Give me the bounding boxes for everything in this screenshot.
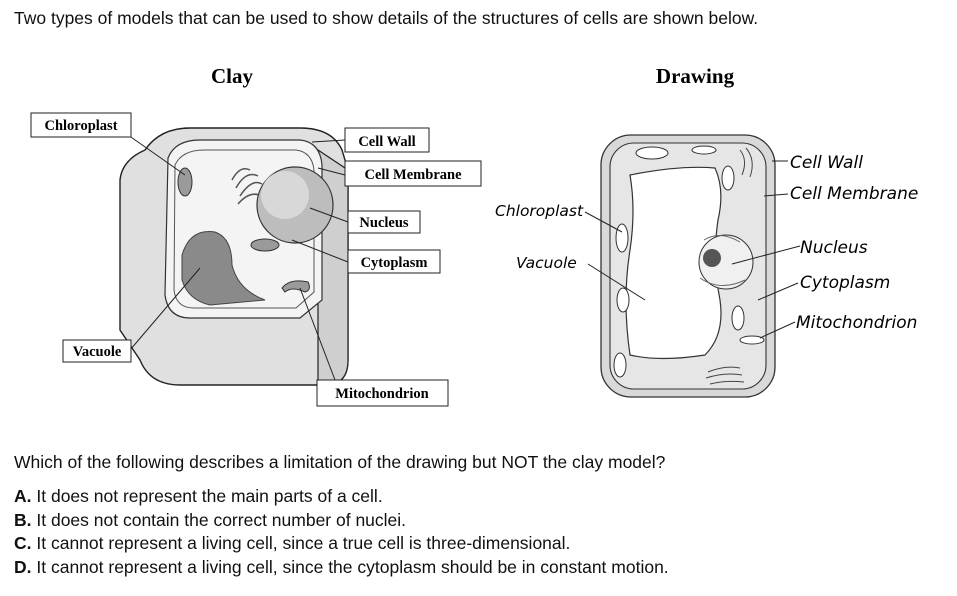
choice-b-text: It does not contain the correct number o… (36, 509, 407, 530)
choice-d-text: It cannot represent a living cell, since… (36, 556, 669, 577)
clay-label-nucleus-text: Nucleus (359, 215, 409, 231)
choice-d-letter: D. (14, 556, 32, 577)
clay-label-cytoplasm-text: Cytoplasm (361, 255, 428, 271)
choice-a[interactable]: A. It does not represent the main parts … (14, 485, 669, 509)
drawing-cell-model (600, 134, 776, 398)
clay-label-vacuole-text: Vacuole (73, 344, 122, 360)
drawing-label-cell-membrane: Cell Membrane (790, 184, 918, 204)
clay-label-mitochondrion-text: Mitochondrion (335, 386, 428, 402)
drawing-label-nucleus: Nucleus (800, 238, 868, 258)
drawing-label-cytoplasm: Cytoplasm (800, 273, 890, 293)
choice-b[interactable]: B. It does not contain the correct numbe… (14, 509, 669, 533)
clay-title: Clay (211, 64, 254, 88)
clay-label-cell-wall: Cell Wall (344, 127, 430, 153)
choice-a-letter: A. (14, 486, 32, 506)
clay-label-cell-wall-text: Cell Wall (358, 134, 415, 150)
drawing-label-cell-wall: Cell Wall (790, 153, 863, 173)
cell-models-figure: Clay Chloroplast (30, 64, 918, 407)
choice-c[interactable]: C. It cannot represent a living cell, si… (14, 532, 669, 556)
question-text: Which of the following describes a limit… (14, 452, 666, 472)
clay-label-cell-membrane: Cell Membrane (344, 160, 482, 187)
choice-c-letter: C. (14, 533, 32, 553)
drawing-label-mitochondrion: Mitochondrion (796, 313, 917, 333)
clay-label-nucleus: Nucleus (347, 210, 421, 234)
choice-b-letter: B. (14, 509, 32, 530)
intro-text: Two types of models that can be used to … (14, 8, 759, 28)
clay-label-chloroplast: Chloroplast (30, 112, 132, 138)
clay-label-cell-membrane-text: Cell Membrane (364, 167, 462, 183)
clay-label-chloroplast-text: Chloroplast (44, 118, 117, 134)
drawing-label-chloroplast: Chloroplast (495, 202, 584, 220)
answer-choices: A. It does not represent the main parts … (14, 485, 669, 579)
choice-a-text: It does not represent the main parts of … (36, 486, 383, 506)
choice-d[interactable]: D. It cannot represent a living cell, si… (14, 556, 669, 580)
drawing-label-vacuole: Vacuole (516, 254, 577, 272)
clay-label-mitochondrion: Mitochondrion (316, 379, 449, 407)
drawing-title: Drawing (656, 64, 735, 88)
clay-cell-model (119, 127, 349, 386)
choice-c-text: It cannot represent a living cell, since… (36, 533, 571, 553)
clay-label-vacuole: Vacuole (62, 339, 132, 363)
clay-label-cytoplasm: Cytoplasm (347, 249, 441, 274)
